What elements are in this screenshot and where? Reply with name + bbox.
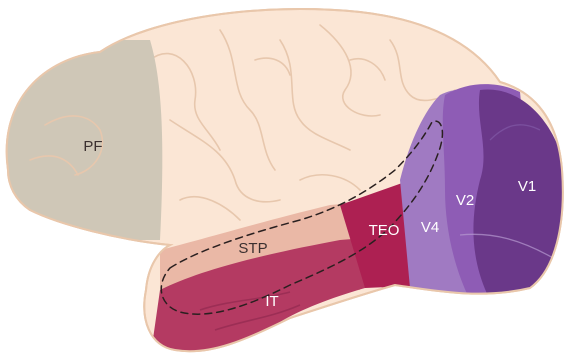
teo-label: TEO	[369, 222, 400, 239]
pf-label: PF	[83, 138, 102, 155]
pf-region	[0, 40, 162, 240]
v4-label: V4	[421, 219, 439, 236]
it-label: IT	[265, 293, 278, 310]
v2-label: V2	[456, 192, 474, 209]
stp-label: STP	[238, 240, 267, 257]
v1-label: V1	[518, 178, 536, 195]
